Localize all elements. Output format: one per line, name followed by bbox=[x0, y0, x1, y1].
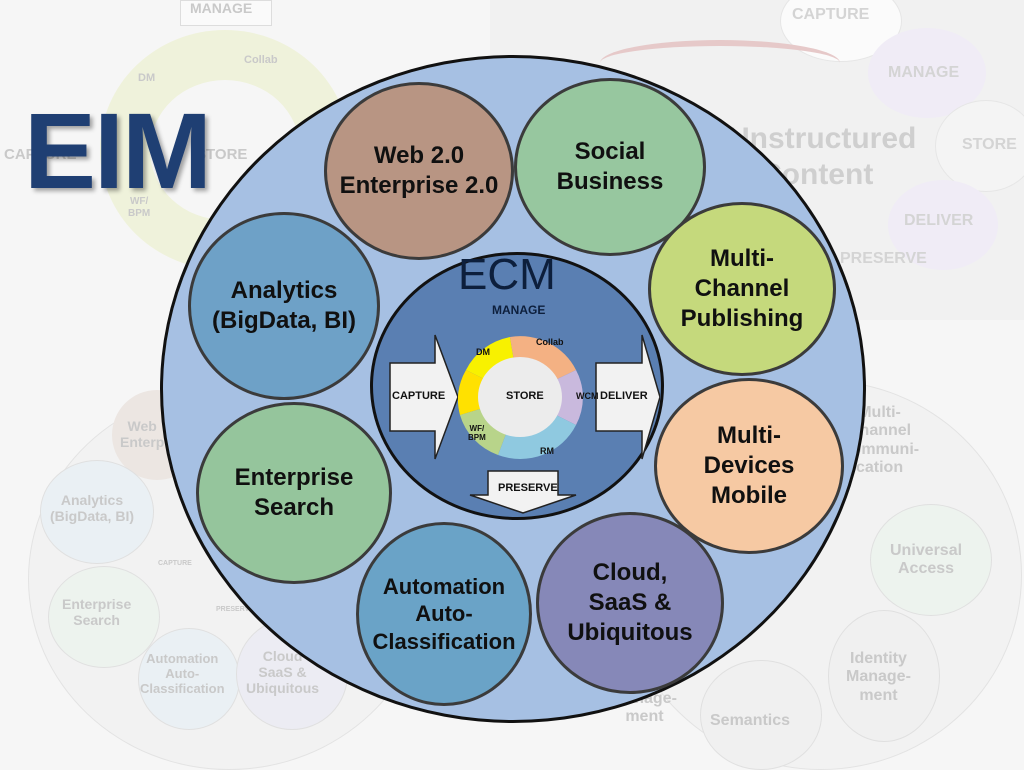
circle-automation-label: Automation Auto- Classification bbox=[372, 573, 516, 654]
store-core bbox=[478, 357, 562, 437]
ecm-store-label: STORE bbox=[506, 390, 544, 402]
bg-semantics-circle bbox=[700, 660, 822, 770]
bg-capture-small: CAPTURE bbox=[158, 560, 192, 567]
ecm-preserve-label: PRESERVE bbox=[498, 482, 558, 494]
bg-cloud: Cloud SaaS & Ubiquitous bbox=[246, 648, 320, 697]
bg-semantics: Semantics bbox=[710, 712, 791, 729]
circle-analytics: Analytics (BigData, BI) bbox=[188, 212, 380, 400]
bg-search-circle bbox=[48, 566, 160, 668]
ecm-wf-bpm-label: WF/ BPM bbox=[468, 424, 486, 442]
circle-cloud-label: Cloud, SaaS & Ubiquitous bbox=[567, 559, 693, 646]
bg-wf-bpm: WF/ BPM bbox=[128, 196, 151, 219]
bg-identity-circle bbox=[828, 610, 940, 742]
bg-analytics-circle bbox=[40, 460, 154, 564]
circle-social-business: Social Business bbox=[514, 78, 706, 256]
preserve-arrow bbox=[469, 470, 577, 514]
circle-analytics-label: Analytics (BigData, BI) bbox=[212, 277, 356, 334]
bg-swoosh bbox=[600, 40, 840, 86]
bg-panel-left bbox=[180, 0, 272, 26]
circle-multidevices-label: Multi- Devices Mobile bbox=[703, 422, 795, 509]
bg-dm: DM bbox=[138, 72, 156, 84]
bg-enterprise-search: Enterprise Search bbox=[62, 596, 132, 629]
ecm-deliver-label: DELIVER bbox=[600, 390, 648, 402]
circle-web-enterprise: Web 2.0 Enterprise 2.0 bbox=[324, 82, 514, 260]
bg-blob-deliver bbox=[888, 180, 998, 270]
circle-multidevices: Multi- Devices Mobile bbox=[654, 378, 844, 554]
bg-manage-top-left: MANAGE bbox=[190, 0, 253, 16]
bg-analytics: Analytics (BigData, BI) bbox=[50, 492, 134, 525]
bg-blob-store bbox=[935, 100, 1024, 192]
bg-deliver-right: DELIVER bbox=[904, 212, 974, 229]
ecm-cycle-graphic bbox=[389, 334, 660, 514]
circle-social-business-label: Social Business bbox=[556, 138, 664, 195]
circle-automation: Automation Auto- Classification bbox=[356, 522, 532, 706]
bg-store-left: STORE bbox=[196, 146, 248, 163]
bg-automation-circle bbox=[138, 628, 240, 730]
ecm-capture-label: CAPTURE bbox=[392, 390, 446, 402]
bg-universal-access: Universal Access bbox=[890, 542, 963, 578]
bg-automation: Automation Auto- Classification bbox=[140, 651, 225, 696]
deliver-arrow bbox=[595, 334, 660, 460]
bg-capture-right: CAPTURE bbox=[792, 6, 870, 23]
circle-multichannel-label: Multi- Channel Publishing bbox=[680, 245, 804, 332]
bg-capture-left: CAPTURE bbox=[4, 146, 77, 163]
ecm-manage-label: MANAGE bbox=[492, 303, 546, 317]
page-title: EIM bbox=[24, 90, 212, 211]
bg-preserve-small: PRESERVE bbox=[216, 606, 254, 613]
bg-universal-circle bbox=[870, 504, 992, 616]
bg-store-right: STORE bbox=[962, 136, 1017, 153]
circle-multichannel: Multi- Channel Publishing bbox=[648, 202, 836, 376]
ecm-wcm-label: WCM bbox=[576, 391, 599, 401]
bg-identity: Identity Manage- ment bbox=[846, 650, 911, 704]
ecm-title: ECM bbox=[458, 250, 556, 299]
capture-arrow bbox=[389, 334, 459, 460]
circle-web-enterprise-label: Web 2.0 Enterprise 2.0 bbox=[339, 142, 499, 199]
bg-preserve-right: PRESERVE bbox=[840, 250, 927, 267]
circle-enterprise-search: Enterprise Search bbox=[196, 402, 392, 584]
ecm-dm-label: DM bbox=[476, 347, 490, 357]
ecm-rm-label: RM bbox=[540, 446, 554, 456]
circle-cloud: Cloud, SaaS & Ubiquitous bbox=[536, 512, 724, 694]
bg-manage-right: MANAGE bbox=[888, 64, 960, 81]
ecm-collab-label: Collab bbox=[536, 337, 564, 347]
bg-collab: Collab bbox=[244, 54, 278, 66]
bg-web-enterprise: Web Enterp bbox=[120, 418, 165, 451]
circle-enterprise-search-label: Enterprise Search bbox=[234, 464, 354, 521]
